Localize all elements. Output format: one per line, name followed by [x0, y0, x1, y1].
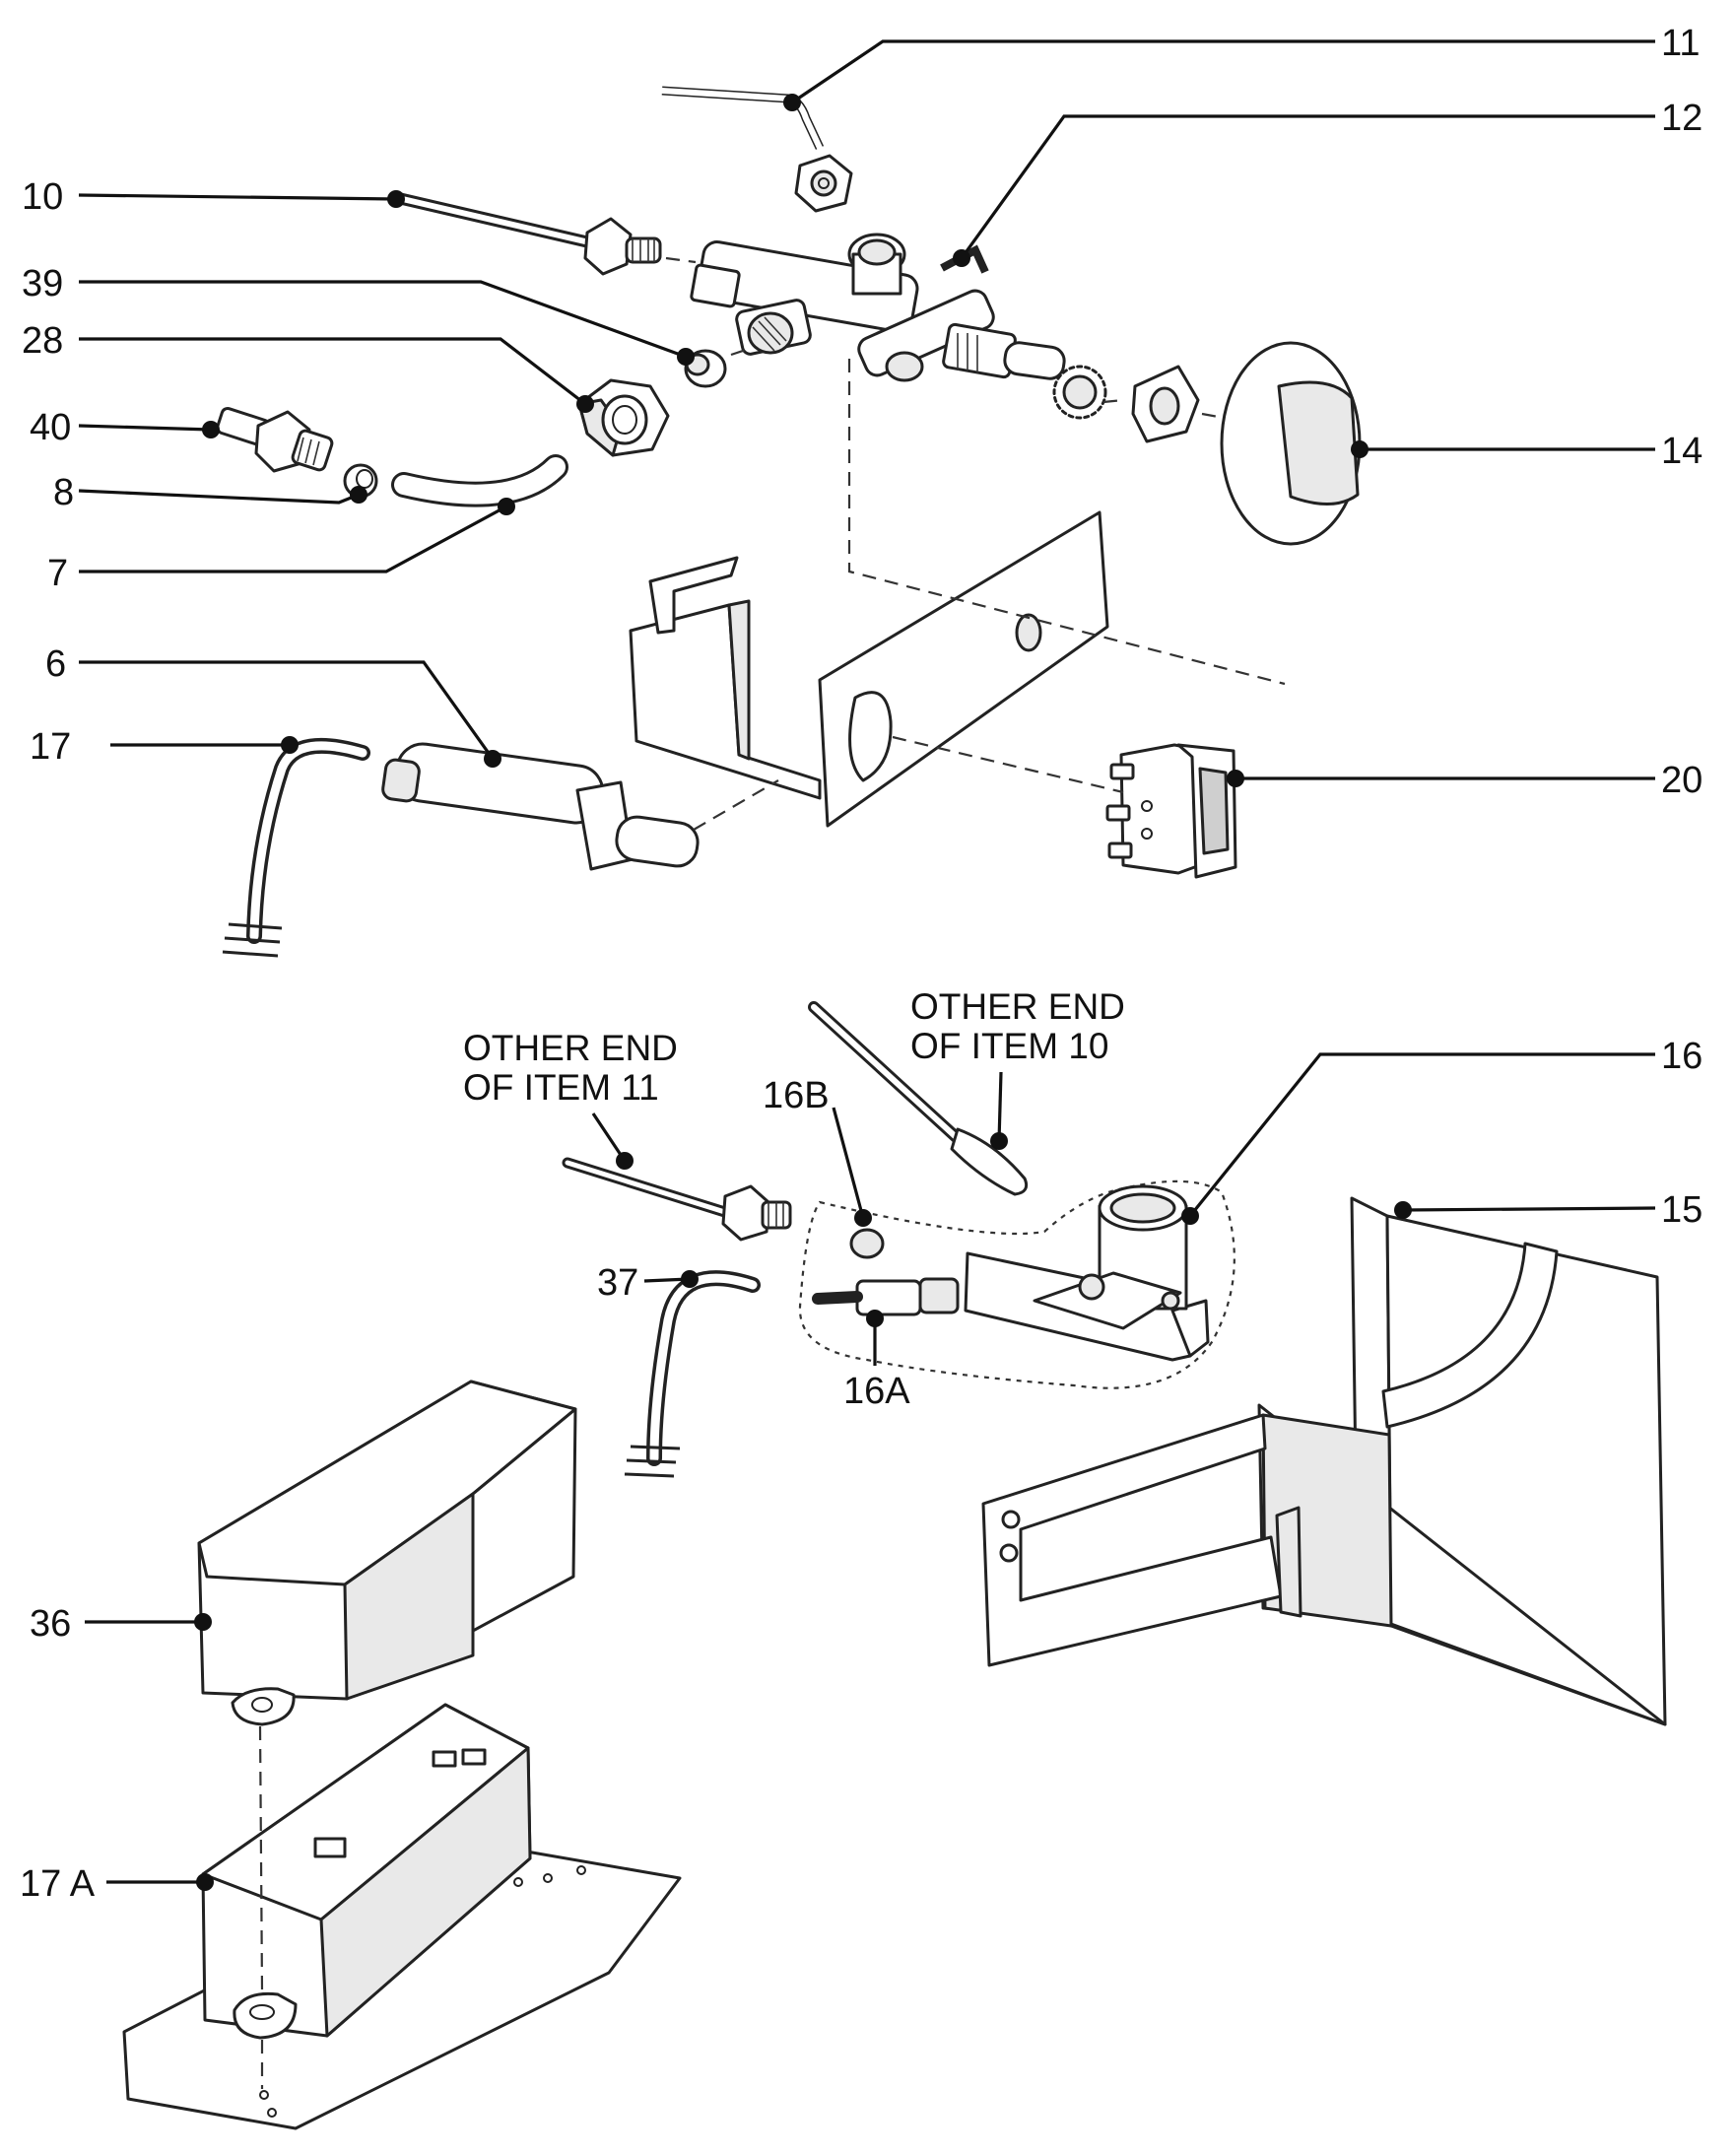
callout-16: 16: [1661, 1036, 1703, 1077]
note-item11-line1: OTHER END: [463, 1028, 678, 1068]
note-item10-line2: OF ITEM 10: [910, 1026, 1108, 1066]
note-item10-line1: OTHER END: [910, 986, 1125, 1027]
part-36-cover-box: [197, 1380, 577, 1726]
callout-15: 15: [1661, 1189, 1703, 1231]
part-17A-igniter-module: [122, 1703, 682, 2130]
callout-39: 39: [22, 263, 63, 304]
part-6-piezo-igniter: [381, 742, 700, 871]
callout-14: 14: [1661, 431, 1703, 472]
callout-20: 20: [1661, 760, 1703, 801]
part-gas-valve-body: [690, 233, 1066, 382]
part-14-control-knob: [1052, 341, 1362, 546]
callout-12: 12: [1661, 98, 1703, 139]
callout-11: 11: [1661, 23, 1700, 64]
callout-40: 40: [30, 407, 71, 448]
callout-16A: 16A: [843, 1371, 910, 1412]
callout-16B: 16B: [763, 1075, 830, 1116]
callout-leaders: [78, 39, 1656, 1891]
callout-7: 7: [47, 553, 68, 594]
part-16-burner-assembly: [798, 1179, 1235, 1389]
note-item11-line2: OF ITEM 11: [463, 1067, 659, 1108]
assembly-guide-lines-top: [665, 256, 1286, 831]
part-10-pilot-tube: [388, 191, 662, 276]
part-11-other-end-fitting: [562, 1157, 792, 1242]
part-17-ground-wire: [222, 737, 370, 958]
callout-37: 37: [597, 1262, 638, 1304]
callout-8: 8: [53, 472, 74, 513]
callout-28: 28: [22, 320, 63, 362]
part-7-tube: [391, 454, 568, 507]
callout-17A: 17 A: [20, 1863, 96, 1905]
part-15-burner-shield: [981, 1196, 1667, 1726]
callout-17: 17: [30, 726, 71, 768]
part-37-ground-wire: [624, 1270, 761, 1478]
part-20-rocker-switch: [1105, 743, 1237, 879]
callout-36: 36: [30, 1603, 71, 1645]
part-28-hex-nut: [577, 378, 670, 457]
callout-6: 6: [45, 643, 66, 685]
part-mounting-bracket: [629, 510, 1109, 828]
part-10-other-end-probe: [808, 1001, 1029, 1196]
callout-10: 10: [22, 176, 63, 218]
part-40-fitting: [216, 406, 334, 473]
part-11-thermocouple-tube: [659, 86, 853, 213]
